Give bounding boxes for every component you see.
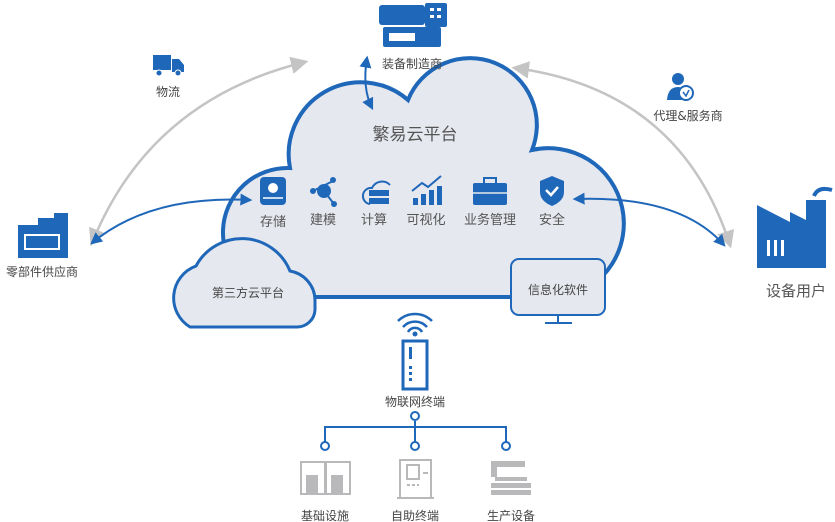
- storage-cloud-icon: [260, 177, 286, 205]
- module-label: 安全: [539, 212, 565, 228]
- arrow-platform-user: [572, 192, 726, 247]
- module-modeling[interactable]: 建模: [310, 177, 337, 228]
- module-security[interactable]: 安全: [539, 176, 565, 228]
- module-storage[interactable]: 存储: [260, 177, 286, 230]
- module-label: 建模: [310, 213, 336, 228]
- device-infrastructure[interactable]: 基础设施: [300, 461, 351, 522]
- briefcase-icon: [473, 177, 507, 205]
- module-label: 可视化: [406, 213, 445, 228]
- device-self-service[interactable]: 自助终端: [391, 459, 439, 522]
- logistics[interactable]: 物流: [153, 55, 184, 99]
- kiosk-icon: [397, 459, 434, 499]
- info-software-monitor[interactable]: 信息化软件: [510, 258, 606, 324]
- arrow-supplier-platform: [90, 193, 253, 245]
- device-label: 生产设备: [487, 509, 535, 522]
- module-business[interactable]: 业务管理: [464, 177, 516, 228]
- logistics-label: 物流: [156, 85, 180, 99]
- device-user[interactable]: 设备用户: [757, 186, 833, 300]
- third-party-cloud-label: 第三方云平台: [212, 285, 284, 300]
- wifi-icon: [397, 312, 433, 337]
- arrow-manufacturer-platform: [359, 55, 374, 111]
- device-user-label: 设备用户: [766, 282, 826, 300]
- module-label: 业务管理: [464, 212, 516, 228]
- iot-terminal-label: 物联网终端: [385, 394, 445, 409]
- cloud-server-icon: [361, 180, 391, 205]
- module-visualization[interactable]: 可视化: [406, 175, 446, 228]
- agent-label: 代理&服务商: [653, 108, 722, 123]
- equipment-machine-icon: [379, 3, 447, 47]
- device-label: 自助终端: [391, 508, 439, 522]
- module-label: 存储: [260, 215, 286, 230]
- network-node-icon: [310, 177, 337, 207]
- bar-chart-trend-icon: [411, 175, 442, 205]
- device-production[interactable]: 生产设备: [487, 461, 535, 522]
- info-software-label: 信息化软件: [528, 282, 588, 297]
- shield-check-icon: [540, 176, 564, 206]
- module-compute[interactable]: 计算: [361, 180, 391, 228]
- manufacturer-label: 装备制造商: [382, 56, 442, 71]
- agent[interactable]: 代理&服务商: [653, 73, 723, 123]
- iot-terminal[interactable]: 物联网终端: [385, 312, 445, 409]
- user-service-icon: [667, 73, 694, 101]
- factory-user-icon: [757, 186, 833, 268]
- platform-title: 繁易云平台: [373, 125, 458, 145]
- third-party-cloud[interactable]: [172, 237, 317, 329]
- supplier[interactable]: 零部件供应商: [6, 213, 78, 279]
- production-machine-icon: [491, 461, 531, 495]
- device-label: 基础设施: [301, 509, 349, 522]
- factory-icon: [18, 213, 68, 258]
- module-label: 计算: [361, 213, 387, 228]
- truck-icon: [153, 55, 184, 77]
- iot-connector-tree: [320, 411, 511, 451]
- building-icon: [300, 461, 351, 495]
- supplier-label: 零部件供应商: [6, 264, 78, 279]
- manufacturer[interactable]: 装备制造商: [379, 3, 447, 71]
- router-device-icon: [401, 339, 429, 391]
